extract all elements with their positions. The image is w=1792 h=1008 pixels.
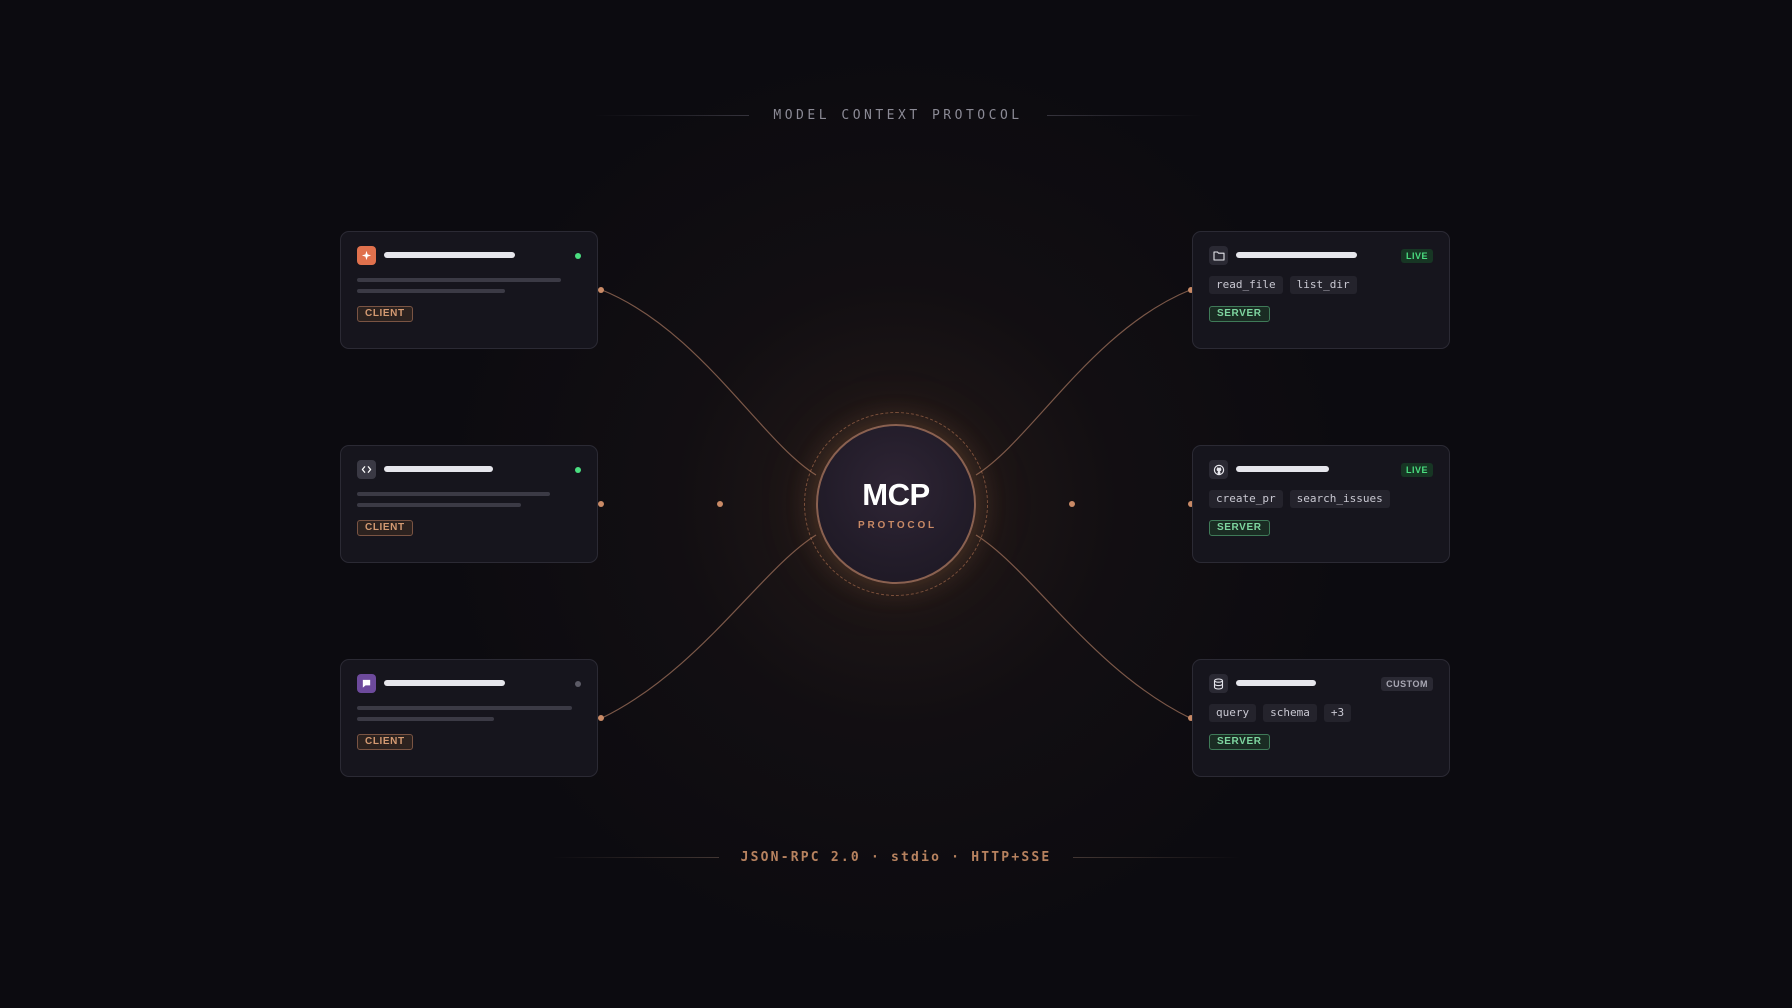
- footer: JSON-RPC 2.0 · stdio · HTTP+SSE: [552, 847, 1241, 867]
- description-line: [357, 278, 561, 282]
- sparkle-icon: [357, 246, 376, 265]
- port-client-2: [598, 501, 604, 507]
- client-title-placeholder: [384, 466, 493, 472]
- client-card-2[interactable]: CLIENT: [340, 445, 598, 563]
- server-badge: SERVER: [1209, 306, 1270, 322]
- tool-chip: search_issues: [1289, 490, 1390, 508]
- port-client-3: [598, 715, 604, 721]
- midpoint-right: [1069, 501, 1075, 507]
- footer-rule-right: [1073, 856, 1241, 858]
- hub-title: MCP: [862, 476, 930, 512]
- server-title-placeholder: [1236, 680, 1316, 686]
- github-icon: [1209, 460, 1228, 479]
- hub-subtitle: PROTOCOL: [858, 519, 937, 531]
- header-rule-right: [1046, 114, 1202, 116]
- server-card-1[interactable]: LIVE read_file list_dir SERVER: [1192, 231, 1450, 349]
- header-rule-left: [594, 114, 750, 116]
- client-badge: CLIENT: [357, 734, 413, 750]
- status-dot-online: [575, 467, 581, 473]
- tool-chip: +3: [1323, 704, 1352, 722]
- wire-client-3: [601, 534, 817, 719]
- live-badge: LIVE: [1400, 249, 1433, 263]
- server-title-placeholder: [1236, 252, 1357, 258]
- server-card-3[interactable]: CUSTOM query schema +3 SERVER: [1192, 659, 1450, 777]
- live-badge: LIVE: [1400, 463, 1433, 477]
- chat-icon: [357, 674, 376, 693]
- tool-list: query schema +3: [1209, 704, 1352, 722]
- database-icon: [1209, 674, 1228, 693]
- tool-chip: read_file: [1209, 276, 1283, 294]
- description-line: [357, 492, 550, 496]
- client-badge: CLIENT: [357, 306, 413, 322]
- mcp-hub[interactable]: MCP PROTOCOL: [816, 424, 976, 584]
- client-card-1[interactable]: CLIENT: [340, 231, 598, 349]
- midpoint-left: [717, 501, 723, 507]
- tool-list: create_pr search_issues: [1209, 490, 1390, 508]
- description-line: [357, 717, 494, 721]
- tool-list: read_file list_dir: [1209, 276, 1357, 294]
- description-line: [357, 706, 572, 710]
- description-line: [357, 503, 521, 507]
- client-title-placeholder: [384, 680, 505, 686]
- tool-chip: create_pr: [1209, 490, 1283, 508]
- port-client-1: [598, 287, 604, 293]
- header: MODEL CONTEXT PROTOCOL: [594, 106, 1202, 124]
- wire-client-1: [601, 289, 817, 476]
- tool-chip: schema: [1263, 704, 1317, 722]
- tool-chip: list_dir: [1289, 276, 1357, 294]
- client-badge: CLIENT: [357, 520, 413, 536]
- client-title-placeholder: [384, 252, 515, 258]
- wire-server-1: [975, 289, 1191, 476]
- transport-label: JSON-RPC 2.0 · stdio · HTTP+SSE: [740, 849, 1052, 865]
- server-title-placeholder: [1236, 466, 1329, 472]
- status-dot-idle: [575, 681, 581, 687]
- code-icon: [357, 460, 376, 479]
- wire-server-3: [975, 534, 1191, 719]
- client-card-3[interactable]: CLIENT: [340, 659, 598, 777]
- custom-badge: CUSTOM: [1381, 677, 1433, 691]
- server-card-2[interactable]: LIVE create_pr search_issues SERVER: [1192, 445, 1450, 563]
- header-title: MODEL CONTEXT PROTOCOL: [773, 107, 1023, 123]
- folder-icon: [1209, 246, 1228, 265]
- tool-chip: query: [1209, 704, 1257, 722]
- server-badge: SERVER: [1209, 520, 1270, 536]
- server-badge: SERVER: [1209, 734, 1270, 750]
- description-line: [357, 289, 505, 293]
- hub-orbit-ring: [804, 412, 988, 596]
- status-dot-online: [575, 253, 581, 259]
- footer-rule-left: [552, 856, 719, 858]
